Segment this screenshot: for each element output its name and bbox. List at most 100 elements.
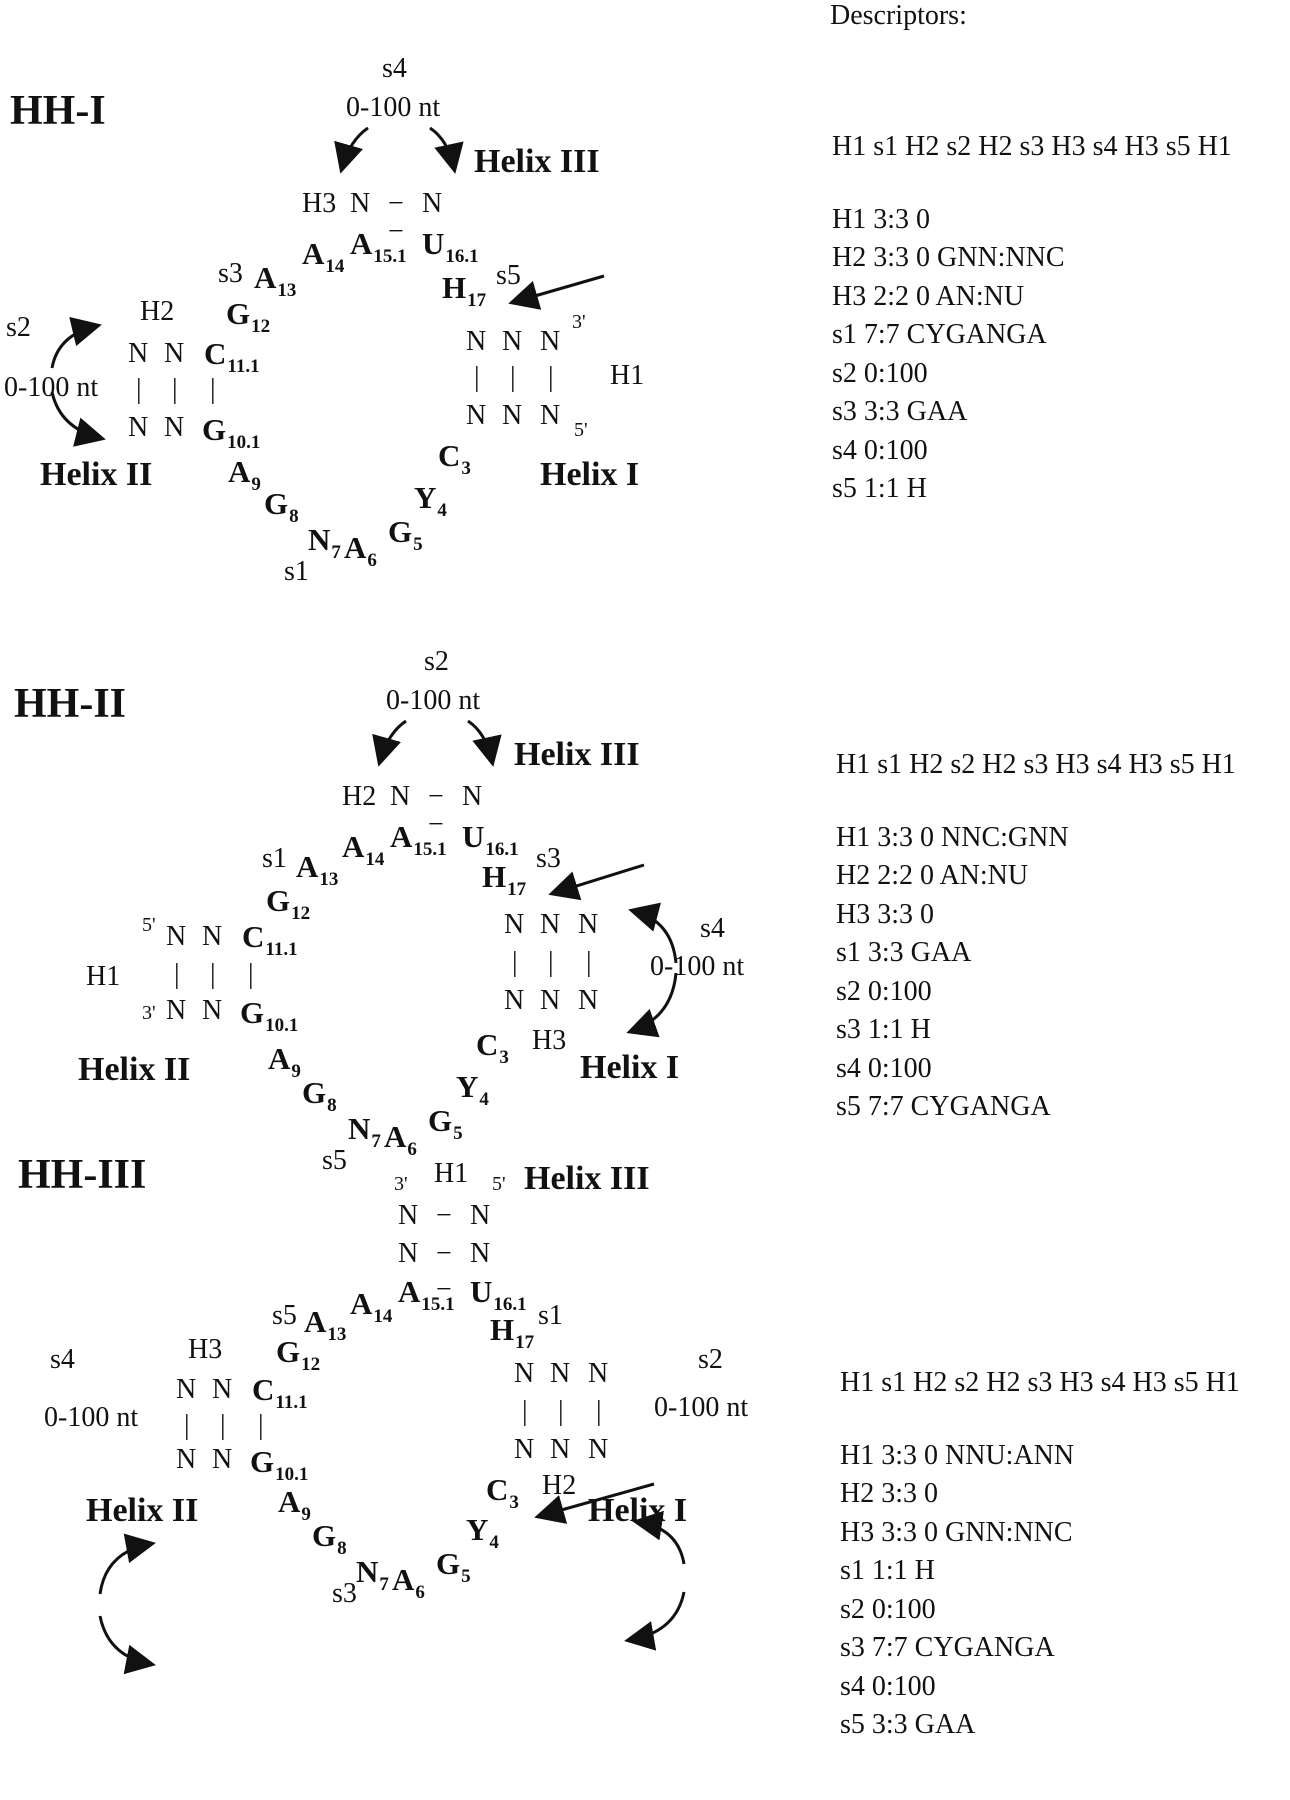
helix-left: Helix II xyxy=(78,1051,191,1088)
strand-label-b: s3 xyxy=(536,843,561,874)
pair-bar: | xyxy=(248,959,254,990)
pair-dash: − xyxy=(388,216,404,247)
base-n: N xyxy=(550,1434,571,1465)
base-n: N xyxy=(390,781,411,812)
base-n: N xyxy=(514,1434,535,1465)
loop-side-length-right: 0-100 nt xyxy=(654,1392,749,1423)
residue-a6: A6 xyxy=(392,1562,425,1603)
panel-hh2: HH-II s2 0-100 nt Helix III H2 N − N A14… xyxy=(0,593,780,1175)
helix-top: Helix III xyxy=(524,1160,650,1197)
base-n: N xyxy=(466,400,487,431)
pair-bar: | xyxy=(512,947,518,978)
descriptor-row: H3 2:2 0 AN:NU xyxy=(832,280,1025,312)
residue-a14: A14 xyxy=(342,829,385,870)
strand-label-b: s1 xyxy=(538,1300,563,1331)
loop-arrow-left xyxy=(334,126,369,174)
base-n: N xyxy=(504,985,525,1016)
residue-a6: A6 xyxy=(344,530,377,571)
residue-g8: G8 xyxy=(302,1075,337,1116)
base-dash: − xyxy=(428,781,444,812)
loop-top-label: s4 xyxy=(382,53,407,84)
residue-h17: H17 xyxy=(482,859,527,900)
pair-bar: | xyxy=(258,1410,264,1441)
pair-bar: | xyxy=(522,1396,528,1427)
residue-a15-1: A15.1 xyxy=(398,1274,455,1315)
panel-hh3: HH-III H1 3' 5' Helix III N − N N − N A1… xyxy=(0,1154,780,1800)
descriptor-row: s3 3:3 GAA xyxy=(832,396,968,427)
base-n: N xyxy=(350,188,371,219)
residue-a9: A9 xyxy=(228,454,261,495)
descriptor-row: s4 0:100 xyxy=(840,1670,936,1702)
end-3prime: 3' xyxy=(142,1002,156,1024)
descriptor-row: H1 3:3 0 xyxy=(832,203,930,235)
loop-side-length-left: 0-100 nt xyxy=(44,1402,139,1433)
residue-y4: Y4 xyxy=(466,1512,499,1553)
base-n: N xyxy=(128,412,149,443)
descriptor-row: s1 7:7 CYGANGA xyxy=(832,319,1047,350)
base-n: N xyxy=(166,921,187,952)
base-n: N xyxy=(502,326,523,357)
panel-title: HH-I xyxy=(10,88,106,134)
residue-h17: H17 xyxy=(490,1312,535,1353)
residue-a13: A13 xyxy=(304,1304,347,1345)
base-n: N xyxy=(540,400,561,431)
descriptor-row: s3 7:7 CYGANGA xyxy=(840,1632,1055,1663)
stem-label-right: H2 xyxy=(542,1470,577,1501)
base-n: N xyxy=(540,985,561,1016)
base-n: N xyxy=(540,326,561,357)
descriptor-row: s4 0:100 xyxy=(836,1052,932,1084)
strand-label-b: s5 xyxy=(496,260,521,291)
stem-label-right: H3 xyxy=(532,1025,567,1056)
stem-label-left: H3 xyxy=(188,1334,223,1365)
base-n: N xyxy=(578,909,599,940)
side-loop-arrow-top xyxy=(50,316,102,369)
loop-arrow-left xyxy=(372,719,407,767)
base-dash: − xyxy=(436,1200,452,1231)
loop-side-length: 0-100 nt xyxy=(650,951,745,982)
pair-bar: | xyxy=(184,1410,190,1441)
residue-a14: A14 xyxy=(350,1286,393,1327)
residue-a15-1: A15.1 xyxy=(350,226,407,267)
pair-bar: | xyxy=(558,1396,564,1427)
residue-u16-1: U16.1 xyxy=(470,1274,527,1315)
base-n: N xyxy=(398,1238,419,1269)
residue-c11-1: C11.1 xyxy=(252,1372,308,1413)
loop-arrow-right xyxy=(467,719,502,767)
helix-left: Helix II xyxy=(40,456,153,493)
base-n: N xyxy=(550,1358,571,1389)
base-n: N xyxy=(462,781,483,812)
descriptor-row: H3 3:3 0 GNN:NNC xyxy=(840,1516,1073,1548)
base-n: N xyxy=(514,1358,535,1389)
residue-c11-1: C11.1 xyxy=(242,919,298,960)
descriptors-hh1: H1 s1 H2 s2 H2 s3 H3 s4 H3 s5 H1 H1 3:3 … xyxy=(832,128,1232,509)
residue-c11-1: C11.1 xyxy=(204,336,260,377)
base-n: N xyxy=(212,1444,233,1475)
descriptors-hh3: H1 s1 H2 s2 H2 s3 H3 s4 H3 s5 H1 H1 3:3 … xyxy=(840,1364,1240,1745)
pointer-arrow xyxy=(548,863,645,901)
residue-a13: A13 xyxy=(296,849,339,890)
loop-side-label: s4 xyxy=(700,913,725,944)
strand-label-a: s3 xyxy=(218,258,243,289)
loop-top-label: s2 xyxy=(424,646,449,677)
strand-label-c: s1 xyxy=(284,556,309,587)
pair-bar: | xyxy=(210,959,216,990)
base-dash: − xyxy=(388,188,404,219)
loop-side-label-left: s4 xyxy=(50,1344,75,1375)
base-n: N xyxy=(164,338,185,369)
descriptor-row: s1 1:1 H xyxy=(840,1555,935,1586)
side-loop-arrow-bottom-right xyxy=(624,1591,686,1651)
base-n: N xyxy=(504,909,525,940)
base-n: N xyxy=(578,985,599,1016)
base-n: N xyxy=(212,1374,233,1405)
pair-dash: − xyxy=(436,1274,452,1305)
pair-bar: | xyxy=(136,374,142,405)
residue-h17: H17 xyxy=(442,270,487,311)
loop-top-length: 0-100 nt xyxy=(346,92,441,123)
loop-arrow-right xyxy=(429,126,464,174)
descriptor-row: s2 0:100 xyxy=(840,1593,936,1625)
strand-label-a: s5 xyxy=(272,1300,297,1331)
residue-n7: N7 xyxy=(308,522,341,563)
base-n: N xyxy=(176,1444,197,1475)
base-n: N xyxy=(176,1374,197,1405)
residue-g5: G5 xyxy=(428,1103,463,1144)
